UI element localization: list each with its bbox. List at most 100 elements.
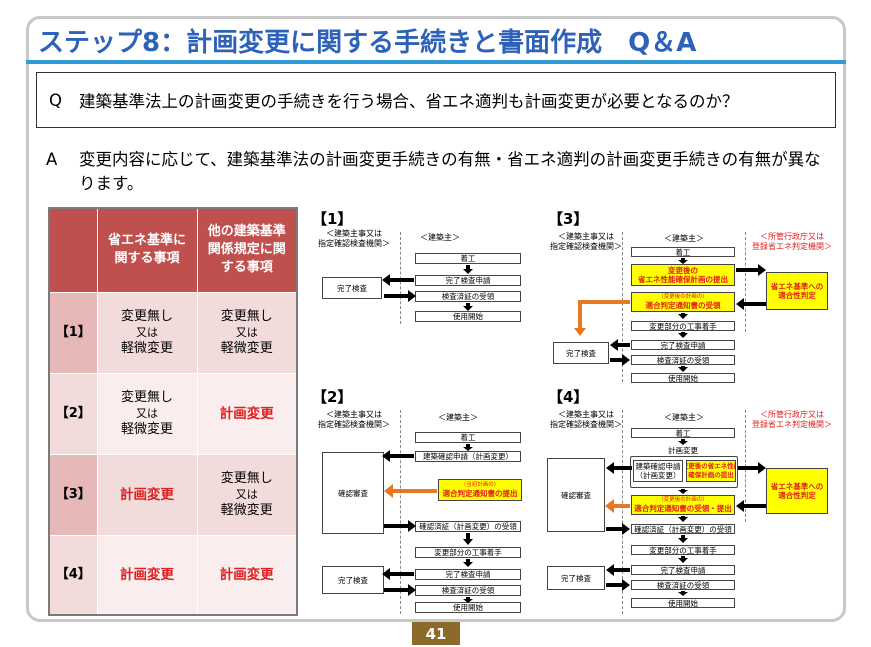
- cell-line: 軽微変更: [120, 340, 173, 356]
- cell-line: 計画変更: [120, 486, 174, 503]
- panel-4-step: 計画変更: [668, 445, 698, 455]
- cell-line: 又は: [136, 325, 158, 339]
- panel-2-step: 検査済証の受領: [415, 585, 521, 596]
- panel-1-party-left: ＜建築主事又は 指定確認検査機関＞: [318, 229, 390, 248]
- row-label: 【3】: [48, 453, 98, 536]
- panel-4-step: 完了検査申請: [631, 565, 735, 575]
- panel-3-divider-left: [622, 232, 623, 382]
- panel-3-step: 変更部分の工事着手: [631, 321, 735, 331]
- panel-3-step: 使用開始: [631, 373, 735, 383]
- panel-3-yellow-judgement: 省エネ基準への 適合性判定: [766, 272, 828, 310]
- panel-1-step: 検査済証の受領: [415, 291, 521, 302]
- panel-4-judgement-text: 省エネ基準への 適合性判定: [770, 482, 824, 500]
- panel-2-yellow-sub: （当初計画の）: [460, 482, 500, 488]
- panel-3-label: 【3】: [548, 210, 589, 228]
- cell-line: 変更無し: [220, 308, 273, 324]
- panel-2-party-left: ＜建築主事又は 指定確認検査機関＞: [318, 410, 390, 429]
- panel-3-party-right: ＜所管行政庁又は 登録省エネ判定機関＞: [752, 232, 832, 251]
- panel-1-step: 完了検査申請: [415, 275, 521, 286]
- cell-energy: 変更無し 又は 軽微変更: [96, 291, 198, 374]
- panel-3-yellow-main: 適合判定通知書の受領: [645, 301, 721, 310]
- panel-1-step: 使用開始: [415, 311, 521, 322]
- panel-3-yellow-plan-text: 変更後の 省エネ性能確保計画の提出: [638, 266, 728, 284]
- table-row: 【4】 計画変更 計画変更: [48, 534, 298, 616]
- panel-3-step: 着工: [631, 247, 735, 257]
- cell-other: 変更無し 又は 軽微変更: [196, 291, 298, 374]
- panel-3-judgement-text: 省エネ基準への 適合性判定: [770, 282, 824, 300]
- panel-1-party-mid: ＜建築主＞: [420, 233, 460, 242]
- panel-3-step: 検査済証の受領: [631, 355, 735, 365]
- panel-3-box-completion-inspection: 完了検査: [553, 342, 609, 364]
- table-header-row: 省エネ基準に関する事項 他の建築基準関係規定に関する事項: [48, 207, 298, 293]
- panel-4-step: 使用開始: [631, 598, 735, 608]
- panel-1-divider: [400, 232, 401, 324]
- cell-line: 計画変更: [219, 566, 274, 583]
- panel-2-box-review: 確認審査: [322, 452, 384, 534]
- row-label: 【2】: [48, 372, 98, 455]
- question-mark: Q: [49, 90, 62, 110]
- panel-4-step: 確認済証（計画変更）の受領: [631, 524, 735, 534]
- panel-3-yellow-sub: （変更後の計画の）: [658, 294, 708, 300]
- panel-3-party-mid: ＜建築主＞: [664, 234, 704, 243]
- panel-2-step: 変更部分の工事着手: [415, 547, 521, 558]
- panel-4-yellow-sub: （変更後の計画の）: [658, 497, 708, 503]
- cell-line: 変更無し: [120, 389, 173, 405]
- col-header-other: 他の建築基準関係規定に関する事項: [196, 207, 298, 293]
- panel-2-step: 完了検査申請: [415, 569, 521, 580]
- change-matrix-table: 省エネ基準に関する事項 他の建築基準関係規定に関する事項 【1】 変更無し 又は…: [48, 207, 298, 616]
- cell-line: 軽微変更: [120, 421, 173, 437]
- panel-4-step: 着工: [631, 428, 735, 438]
- panel-4-party-mid: ＜建築主＞: [664, 413, 704, 422]
- row-label: 【1】: [48, 291, 98, 374]
- table-row: 【2】 変更無し 又は 軽微変更 計画変更: [48, 372, 298, 455]
- cell-energy: 変更無し 又は 軽微変更: [96, 372, 198, 455]
- cell-line: 軽微変更: [220, 340, 273, 356]
- question-text: 建築基準法上の計画変更の手続きを行う場合、省エネ適判も計画変更が必要となるのか？: [79, 92, 739, 111]
- cell-line: 計画変更: [219, 405, 274, 422]
- panel-1-box-completion-inspection: 完了検査: [322, 277, 382, 299]
- panel-2-step: 着工: [415, 432, 521, 443]
- panel-4-step: 建築確認申請 （計画変更）: [633, 460, 683, 482]
- cell-line: 変更無し: [220, 470, 273, 486]
- panel-4-step: 検査済証の受領: [631, 580, 735, 590]
- col-header-energy: 省エネ基準に関する事項: [96, 207, 198, 293]
- page-number: 41: [412, 622, 460, 645]
- panel-4-step: 変更部分の工事着手: [631, 545, 735, 555]
- cell-line: 又は: [136, 406, 158, 420]
- panel-3-yellow-notice: （変更後の計画の） 適合判定通知書の受領: [631, 292, 735, 312]
- panel-2-label: 【2】: [312, 388, 353, 406]
- cell-line: 計画変更: [120, 566, 174, 583]
- panel-2-box-completion-inspection: 完了検査: [322, 566, 384, 594]
- panel-2-divider: [400, 410, 401, 614]
- panel-3-step: 完了検査申請: [631, 340, 735, 350]
- cell-line: 変更無し: [120, 308, 173, 324]
- panel-2-step: 使用開始: [415, 602, 521, 613]
- cell-line: 軽微変更: [220, 502, 273, 518]
- title-bar: ステップ8：計画変更に関する手続きと書面作成 Q＆A: [26, 16, 846, 68]
- table-row: 【1】 変更無し 又は 軽微変更 変更無し 又は 軽微変更: [48, 291, 298, 374]
- panel-2-yellow-main: 適合判定通知書の提出: [442, 489, 518, 498]
- panel-2-party-mid: ＜建築主＞: [438, 413, 478, 422]
- panel-4-yellow-notice: （変更後の計画の） 適合判定通知書の受領・提出: [631, 495, 735, 515]
- table-corner: [48, 207, 98, 293]
- cell-other: 計画変更: [196, 372, 298, 455]
- panel-3-divider-right: [745, 232, 746, 332]
- panel-4-party-right: ＜所管行政庁又は 登録省エネ判定機関＞: [752, 410, 832, 429]
- panel-4-box-review: 確認審査: [547, 458, 605, 532]
- page-title: ステップ8：計画変更に関する手続きと書面作成 Q＆A: [38, 28, 697, 58]
- panel-4-label: 【4】: [548, 388, 589, 406]
- answer-mark: A: [46, 150, 58, 169]
- panel-2-step: 建築確認申請（計画変更）: [415, 451, 521, 462]
- cell-energy: 計画変更: [96, 453, 198, 536]
- panel-2-yellow-box: （当初計画の） 適合判定通知書の提出: [438, 479, 522, 501]
- answer-text: 変更内容に応じて、建築基準法の計画変更手続きの有無・省エネ適判の計画変更手続きの…: [79, 150, 821, 193]
- panel-1-step: 着工: [415, 253, 521, 264]
- cell-line: 又は: [235, 487, 258, 501]
- panel-4-box-completion-inspection: 完了検査: [547, 566, 605, 590]
- cell-energy: 計画変更: [96, 534, 198, 616]
- row-label: 【4】: [48, 534, 98, 616]
- panel-3-party-left: ＜建築主事又は 指定確認検査機関＞: [550, 232, 622, 251]
- cell-line: 又は: [235, 325, 258, 339]
